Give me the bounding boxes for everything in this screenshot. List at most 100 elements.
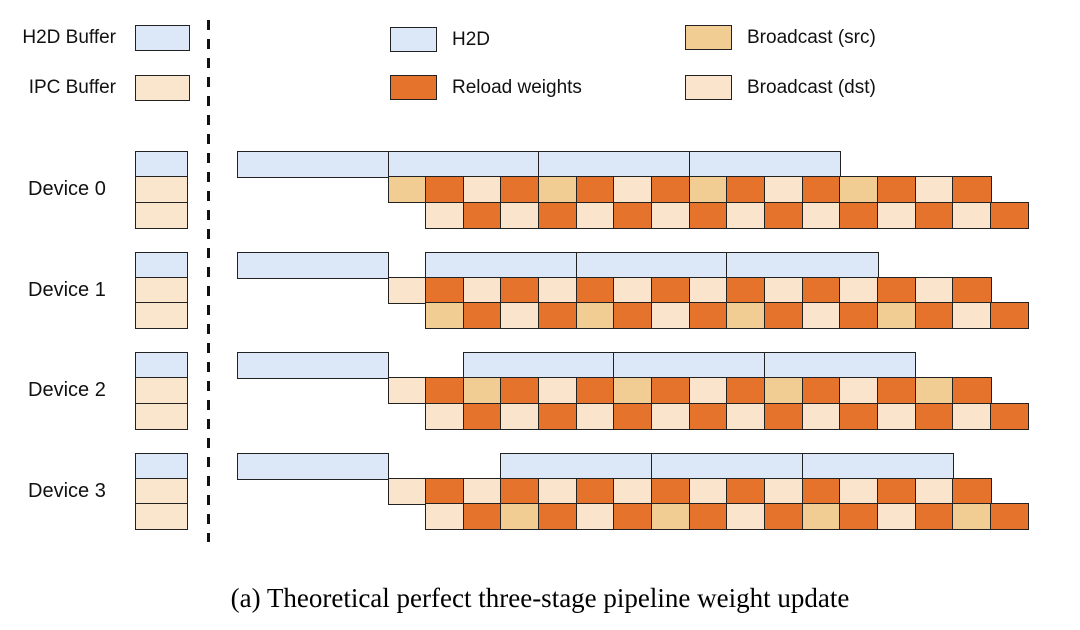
reload-block <box>425 176 465 204</box>
h2d-bar-segment <box>538 151 691 178</box>
reload-block <box>425 377 465 405</box>
src-block <box>876 302 917 330</box>
src-block <box>462 377 503 405</box>
ipc-buffer-box-2 <box>135 201 188 229</box>
dst-block <box>500 302 540 330</box>
dst-block <box>500 402 540 430</box>
reload-block <box>726 377 766 405</box>
reload-block <box>462 302 503 330</box>
reload-block <box>876 377 917 405</box>
broadcast-dst-swatch <box>685 75 732 100</box>
reload-block <box>914 302 954 330</box>
reload-block <box>575 377 615 405</box>
h2d-bar-segment <box>613 352 766 379</box>
dst-block <box>538 276 578 304</box>
legend-buffer-label: IPC Buffer <box>28 77 116 98</box>
dst-block <box>764 276 804 304</box>
dst-block <box>425 402 465 430</box>
device-label: Device 1 <box>28 278 106 301</box>
h2d-bar-segment <box>237 151 390 178</box>
dst-block <box>801 402 841 430</box>
dst-block <box>876 503 917 531</box>
dst-block <box>387 477 427 505</box>
reload-block <box>538 503 578 531</box>
src-block <box>651 503 691 531</box>
src-block <box>726 302 766 330</box>
ipc-buffer-box-1 <box>135 377 188 405</box>
src-block <box>538 176 578 204</box>
src-block <box>764 377 804 405</box>
h2d-bar-segment <box>462 352 615 379</box>
h2d-bar-segment <box>237 452 390 480</box>
reload-block <box>726 176 766 204</box>
dst-block <box>425 503 465 531</box>
src-block <box>801 503 841 531</box>
reload-block <box>651 176 691 204</box>
h2d-buffer-box <box>135 352 188 379</box>
h2d-buffer-swatch <box>135 25 190 51</box>
dst-block <box>914 477 954 505</box>
reload-block <box>425 477 465 505</box>
dst-block <box>538 477 578 505</box>
src-block <box>839 176 879 204</box>
reload-block <box>989 402 1030 430</box>
reload-block <box>839 402 879 430</box>
legend-stage-label: Reload weights <box>452 77 582 98</box>
dst-block <box>914 276 954 304</box>
reload-block <box>989 201 1030 229</box>
dst-block <box>839 377 879 405</box>
dst-block <box>387 276 427 304</box>
reload-block <box>876 176 917 204</box>
reload-block <box>801 276 841 304</box>
h2d-bar-segment <box>237 251 390 279</box>
src-block <box>425 302 465 330</box>
reload-swatch <box>390 75 437 100</box>
ipc-buffer-box-2 <box>135 402 188 430</box>
reload-block <box>952 176 992 204</box>
dst-block <box>764 477 804 505</box>
dst-block <box>726 201 766 229</box>
reload-block <box>500 377 540 405</box>
reload-block <box>688 201 728 229</box>
dst-block <box>575 201 615 229</box>
dst-block <box>462 477 503 505</box>
legend-stage-label: Broadcast (dst) <box>747 77 876 98</box>
src-block <box>688 176 728 204</box>
h2d-buffer-box <box>135 151 188 178</box>
legend-buffer-label: H2D Buffer <box>22 27 116 48</box>
dst-block <box>952 201 992 229</box>
h2d-buffer-box <box>135 452 188 480</box>
reload-block <box>651 477 691 505</box>
reload-block <box>688 503 728 531</box>
dst-block <box>613 276 653 304</box>
reload-block <box>425 276 465 304</box>
reload-block <box>575 276 615 304</box>
reload-block <box>613 302 653 330</box>
h2d-bar-segment <box>801 452 954 480</box>
src-block <box>914 377 954 405</box>
reload-block <box>688 402 728 430</box>
dst-block <box>575 503 615 531</box>
reload-block <box>462 402 503 430</box>
h2d-buffer-box <box>135 251 188 279</box>
dst-block <box>688 377 728 405</box>
ipc-buffer-swatch <box>135 75 190 101</box>
reload-block <box>876 477 917 505</box>
reload-block <box>914 503 954 531</box>
dst-block <box>651 402 691 430</box>
dst-block <box>688 276 728 304</box>
reload-block <box>538 402 578 430</box>
h2d-bar-segment <box>688 151 841 178</box>
reload-block <box>989 302 1030 330</box>
ipc-buffer-box-2 <box>135 302 188 330</box>
reload-block <box>726 477 766 505</box>
h2d-bar-segment <box>425 251 578 279</box>
reload-block <box>538 302 578 330</box>
dst-block <box>387 377 427 405</box>
dst-block <box>876 201 917 229</box>
dst-block <box>538 377 578 405</box>
src-block <box>613 377 653 405</box>
dst-block <box>688 477 728 505</box>
reload-block <box>914 402 954 430</box>
